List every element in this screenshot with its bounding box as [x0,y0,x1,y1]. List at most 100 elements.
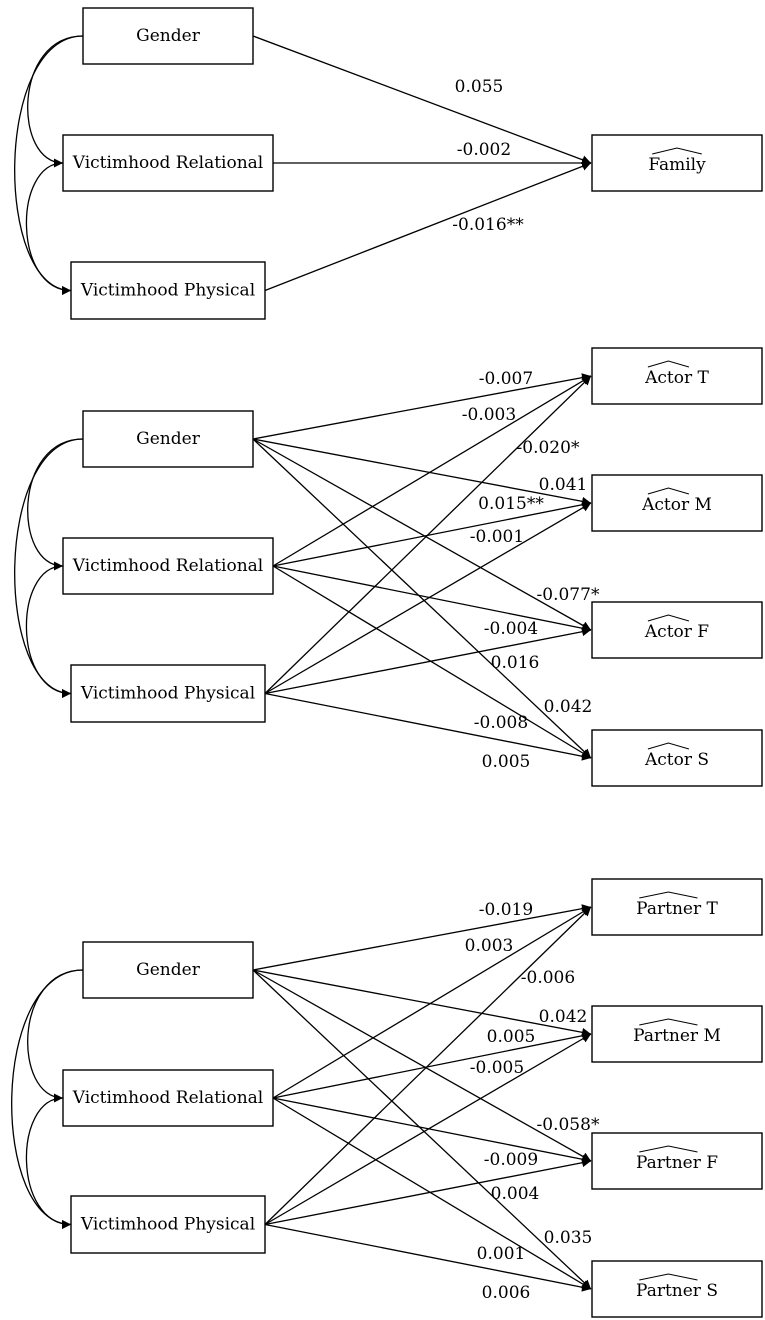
node-label: Actor T [644,368,709,388]
coefficient-partner-4: 0.005 [487,1027,536,1047]
coefficient-family-0: 0.055 [455,77,504,97]
node-actor-actor-m-hat: Actor M [591,474,763,532]
coefficient-partner-7: -0.009 [484,1150,538,1170]
path-actor-gender-to-actor-m [252,438,592,506]
coefficient-partner-10: 0.001 [477,1244,526,1264]
node-label: Partner F [636,1153,718,1173]
node-partner-gender: Gender [82,941,254,999]
coefficient-partner-3: 0.042 [539,1007,588,1027]
coefficient-partner-0: -0.019 [479,900,533,920]
path-partner-gender-to-partner-f [252,969,592,1162]
coefficient-actor-11: 0.005 [482,752,531,772]
node-label: Partner M [633,1026,721,1046]
coefficient-partner-8: 0.004 [491,1184,540,1204]
path-actor-gender-to-actor-f [252,438,592,631]
node-partner-victimhood-physical: Victimhood Physical [70,1195,266,1254]
node-actor-actor-f-hat: Actor F [591,601,763,659]
covariance-partner-gender-victimhood-physical [11,965,93,1229]
path-partner-victimhood-physical-to-partner-f [264,1158,592,1226]
node-label: Family [648,155,706,175]
estimate-hat-icon [639,1273,698,1281]
estimate-hat-icon [639,1018,698,1026]
coefficient-family-1: -0.002 [457,140,511,160]
estimate-hat-icon [639,1145,698,1153]
coefficient-actor-4: 0.015** [478,494,544,514]
coefficient-partner-11: 0.006 [482,1283,531,1303]
path-actor-victimhood-physical-to-actor-s [264,692,592,761]
node-partner-partner-t-hat: Partner T [591,878,763,936]
coefficient-partner-9: 0.035 [544,1228,593,1248]
path-actor-victimhood-relational-to-actor-f [272,565,592,633]
coefficient-partner-5: -0.005 [470,1058,524,1078]
covariance-family-gender-victimhood-relational [27,31,93,168]
path-actor-victimhood-relational-to-actor-s [272,565,592,759]
path-family-gender-to-family [252,35,592,165]
path-actor-gender-to-actor-s [252,438,592,759]
node-label: Partner S [636,1281,718,1301]
node-family-victimhood-physical: Victimhood Physical [70,261,266,320]
node-family-victimhood-relational: Victimhood Relational [62,134,274,192]
path-actor-victimhood-relational-to-actor-t [272,375,592,567]
path-family-victimhood-physical-to-family [264,162,592,292]
node-partner-partner-f-hat: Partner F [591,1132,763,1190]
coefficient-actor-7: -0.004 [484,619,538,639]
estimate-hat-icon [647,487,690,495]
path-actor-victimhood-physical-to-actor-f [264,627,592,695]
node-label: Gender [136,429,201,449]
coefficient-actor-1: -0.003 [462,405,516,425]
path-partner-victimhood-relational-to-partner-t [272,906,592,1099]
estimate-hat-icon [647,614,690,622]
covariance-actor-gender-victimhood-relational [27,434,93,571]
estimate-hat-icon [647,360,690,368]
node-label: Gender [136,26,201,46]
node-label: Actor S [644,750,709,770]
coefficient-actor-6: -0.077* [537,585,600,605]
coefficient-actor-0: -0.007 [479,369,533,389]
coefficient-partner-6: -0.058* [537,1115,600,1135]
coefficient-family-2: -0.016** [452,215,524,235]
estimate-hat-icon [647,742,690,750]
node-partner-partner-m-hat: Partner M [591,1005,763,1063]
node-actor-victimhood-relational: Victimhood Relational [62,537,274,595]
path-partner-victimhood-relational-to-partner-f [272,1097,592,1164]
coefficient-actor-2: -0.020* [517,438,580,458]
node-actor-actor-s-hat: Actor S [591,729,763,787]
node-label: Gender [136,960,201,980]
node-label: Victimhood Relational [72,1088,264,1108]
path-partner-gender-to-partner-m [252,969,592,1037]
covariance-family-gender-victimhood-physical [14,31,93,295]
estimate-hat-icon [652,147,702,155]
node-label: Actor M [641,495,712,515]
estimate-hat-icon [639,891,698,899]
coefficient-actor-9: 0.042 [544,697,593,717]
path-partner-victimhood-relational-to-partner-s [272,1097,592,1290]
node-actor-actor-t-hat: Actor T [591,347,763,405]
node-actor-victimhood-physical: Victimhood Physical [70,664,266,723]
node-partner-victimhood-relational: Victimhood Relational [62,1069,274,1127]
coefficient-actor-8: 0.016 [491,653,540,673]
node-family-gender: Gender [82,7,254,65]
node-partner-partner-s-hat: Partner S [591,1260,763,1318]
path-actor-victimhood-relational-to-actor-m [272,500,592,567]
node-label: Victimhood Relational [72,153,264,173]
path-partner-victimhood-physical-to-partner-t [264,906,592,1225]
path-partner-victimhood-relational-to-partner-m [272,1031,592,1099]
node-label: Victimhood Physical [80,1215,255,1235]
node-label: Victimhood Physical [80,684,255,704]
path-partner-gender-to-partner-t [252,904,592,971]
coefficient-actor-3: 0.041 [539,475,588,495]
path-partner-gender-to-partner-s [252,969,592,1290]
path-actor-victimhood-physical-to-actor-m [264,502,592,695]
node-family-family-hat: Family [591,134,763,192]
node-label: Actor F [644,622,709,642]
coefficient-actor-5: -0.001 [470,527,524,547]
coefficient-actor-10: -0.008 [474,713,528,733]
node-label: Victimhood Physical [80,281,255,301]
node-label: Victimhood Relational [72,556,264,576]
path-partner-victimhood-physical-to-partner-s [264,1223,592,1292]
node-label: Partner T [636,899,718,919]
node-actor-gender: Gender [82,410,254,468]
coefficient-partner-1: 0.003 [465,936,514,956]
path-actor-gender-to-actor-t [252,373,592,440]
